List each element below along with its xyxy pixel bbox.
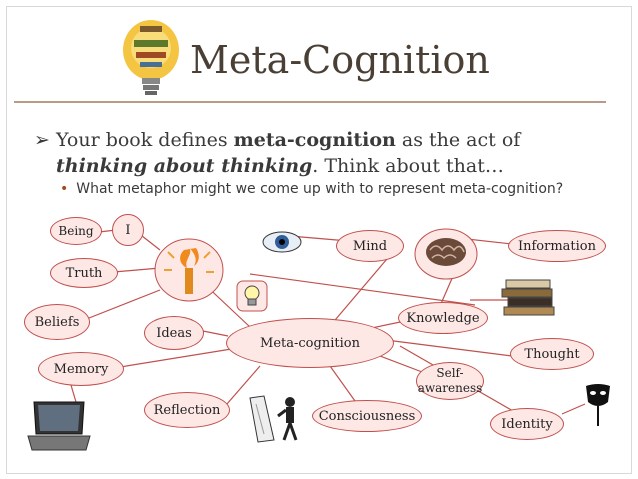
eye-icon bbox=[262, 231, 302, 253]
node-truth: Truth bbox=[50, 258, 118, 288]
books-icon bbox=[501, 279, 555, 316]
arrow-bullet-icon: ➢ bbox=[34, 129, 50, 151]
node-consciousness: Consciousness bbox=[312, 400, 422, 432]
bullet-bold: meta-cognition bbox=[233, 129, 396, 151]
mask-icon bbox=[586, 384, 610, 426]
bullet-text-2: as the act of bbox=[395, 129, 521, 151]
node-beliefs: Beliefs bbox=[24, 304, 90, 340]
torch-icon bbox=[154, 238, 224, 302]
lightbulb-icon bbox=[123, 20, 179, 95]
mirror-icon bbox=[249, 395, 298, 443]
node-thought: Thought bbox=[510, 338, 594, 370]
node-meta-cognition: Meta-cognition bbox=[226, 318, 394, 368]
node-memory: Memory bbox=[38, 352, 124, 386]
node-being: Being bbox=[50, 217, 102, 245]
node-ideas: Ideas bbox=[144, 316, 204, 350]
small-bulb-icon bbox=[236, 280, 268, 312]
bullet-text-3: . Think about that… bbox=[312, 155, 504, 177]
laptop-icon bbox=[27, 401, 91, 451]
node-knowledge: Knowledge bbox=[398, 302, 488, 334]
sub-bullet-text: What metaphor might we come up with to r… bbox=[76, 181, 564, 197]
node-i: I bbox=[112, 214, 144, 246]
node-mind: Mind bbox=[336, 230, 404, 262]
title-divider bbox=[14, 101, 606, 103]
node-self-awareness: Self-awareness bbox=[416, 362, 484, 400]
dot-bullet-icon: • bbox=[60, 181, 69, 197]
brain-icon bbox=[414, 228, 478, 280]
bullet-italic: thinking about thinking bbox=[56, 155, 313, 177]
sub-bullet: • What metaphor might we come up with to … bbox=[60, 181, 563, 197]
node-information: Information bbox=[508, 230, 606, 262]
node-identity: Identity bbox=[490, 408, 564, 440]
bullet-text-1: Your book defines bbox=[56, 129, 234, 151]
slide-frame bbox=[6, 6, 632, 474]
node-reflection: Reflection bbox=[144, 392, 230, 428]
slide-title: Meta-Cognition bbox=[190, 38, 490, 82]
